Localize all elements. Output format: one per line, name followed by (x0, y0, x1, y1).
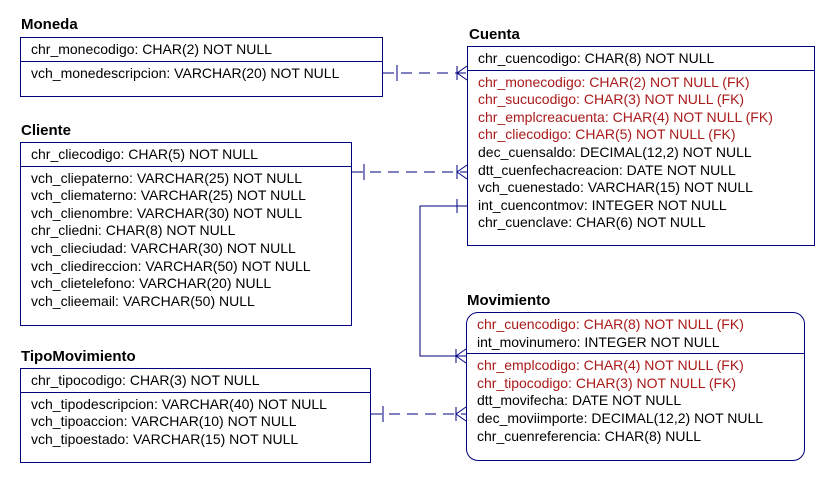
attribute: dec_moviimporte: DECIMAL(12,2) NOT NULL (477, 409, 764, 426)
key-attribute: chr_cuencodigo: CHAR(8) NOT NULL (478, 50, 715, 66)
attribute: vch_cliedireccion: VARCHAR(50) NOT NULL (31, 257, 311, 274)
entity-title-moneda: Moneda (21, 16, 78, 33)
attribute: vch_tipoestado: VARCHAR(15) NOT NULL (31, 430, 299, 447)
key-section: chr_cuencodigo: CHAR(8) NOT NULL (FK) in… (467, 313, 804, 355)
attribute: vch_cliepaterno: VARCHAR(25) NOT NULL (31, 169, 303, 186)
attribute: chr_cuenreferencia: CHAR(8) NULL (477, 427, 702, 444)
entity-title-movimiento: Movimiento (467, 292, 551, 309)
key-attribute: chr_tipocodigo: CHAR(3) NOT NULL (31, 372, 260, 388)
attribute: vch_clietelefono: VARCHAR(20) NULL (31, 275, 272, 292)
foreign-key-attribute: chr_emplcodigo: CHAR(4) NOT NULL (FK) (477, 357, 744, 374)
attribute: int_cuencontmov: INTEGER NOT NULL (478, 196, 727, 213)
entity-title-tipomovimiento: TipoMovimiento (21, 348, 136, 365)
entity-moneda[interactable]: chr_monecodigo: CHAR(2) NOT NULL vch_mon… (20, 37, 383, 97)
relationship-cliente-cuenta[interactable] (352, 164, 468, 180)
attribute: vch_clienombre: VARCHAR(30) NOT NULL (31, 204, 303, 221)
attribute: dec_cuensaldo: DECIMAL(12,2) NOT NULL (478, 143, 752, 160)
entity-cuenta[interactable]: chr_cuencodigo: CHAR(8) NOT NULL chr_mon… (467, 46, 815, 246)
foreign-key-attribute: chr_cuencodigo: CHAR(8) NOT NULL (FK) (477, 316, 744, 332)
attribute-section: vch_cliepaterno: VARCHAR(25) NOT NULL vc… (21, 167, 351, 313)
key-attribute: int_movinumero: INTEGER NOT NULL (477, 333, 720, 350)
key-section: chr_monecodigo: CHAR(2) NOT NULL (21, 38, 382, 62)
entity-movimiento[interactable]: chr_cuencodigo: CHAR(8) NOT NULL (FK) in… (466, 312, 805, 461)
attribute: vch_tipoaccion: VARCHAR(10) NOT NULL (31, 413, 297, 430)
entity-title-cuenta: Cuenta (469, 26, 520, 43)
key-attribute: chr_monecodigo: CHAR(2) NOT NULL (31, 41, 272, 57)
attribute: vch_cuenestado: VARCHAR(15) NOT NULL (478, 179, 753, 196)
key-section: chr_tipocodigo: CHAR(3) NOT NULL (21, 369, 370, 393)
entity-cliente[interactable]: chr_cliecodigo: CHAR(5) NOT NULL vch_cli… (20, 142, 352, 326)
attribute-section: chr_monecodigo: CHAR(2) NOT NULL (FK) ch… (468, 71, 814, 234)
key-attribute: chr_cliecodigo: CHAR(5) NOT NULL (31, 146, 258, 162)
attribute-section: vch_tipodescripcion: VARCHAR(40) NOT NUL… (21, 393, 370, 451)
attribute: vch_monedescripcion: VARCHAR(20) NOT NUL… (31, 64, 340, 81)
foreign-key-attribute: chr_emplcreacuenta: CHAR(4) NOT NULL (FK… (478, 108, 773, 125)
foreign-key-attribute: chr_sucucodigo: CHAR(3) NOT NULL (FK) (478, 91, 745, 108)
entity-tipomovimiento[interactable]: chr_tipocodigo: CHAR(3) NOT NULL vch_tip… (20, 368, 371, 463)
key-section: chr_cliecodigo: CHAR(5) NOT NULL (21, 143, 351, 167)
foreign-key-attribute: chr_tipocodigo: CHAR(3) NOT NULL (FK) (477, 374, 737, 391)
relationship-moneda-cuenta[interactable] (383, 65, 468, 81)
foreign-key-attribute: chr_monecodigo: CHAR(2) NOT NULL (FK) (478, 73, 750, 90)
attribute: dtt_cuenfechacreacion: DATE NOT NULL (478, 161, 736, 178)
attribute: vch_tipodescripcion: VARCHAR(40) NOT NUL… (31, 395, 327, 412)
entity-title-cliente: Cliente (21, 122, 72, 139)
attribute-section: chr_emplcodigo: CHAR(4) NOT NULL (FK) ch… (467, 354, 804, 447)
attribute: vch_cliematerno: VARCHAR(25) NOT NULL (31, 187, 306, 204)
relationship-tipomovimiento-movimiento[interactable] (371, 406, 467, 422)
attribute: vch_clieciudad: VARCHAR(30) NOT NULL (31, 239, 296, 256)
attribute: chr_cliedni: CHAR(8) NOT NULL (31, 222, 236, 239)
relationship-cuenta-movimiento[interactable] (419, 199, 467, 364)
attribute: dtt_movifecha: DATE NOT NULL (477, 392, 682, 409)
attribute: vch_clieemail: VARCHAR(50) NULL (31, 292, 255, 309)
attribute-section: vch_monedescripcion: VARCHAR(20) NOT NUL… (21, 62, 382, 85)
foreign-key-attribute: chr_cliecodigo: CHAR(5) NOT NULL (FK) (478, 126, 736, 143)
attribute: chr_cuenclave: CHAR(6) NOT NULL (478, 214, 706, 231)
key-section: chr_cuencodigo: CHAR(8) NOT NULL (468, 47, 814, 71)
